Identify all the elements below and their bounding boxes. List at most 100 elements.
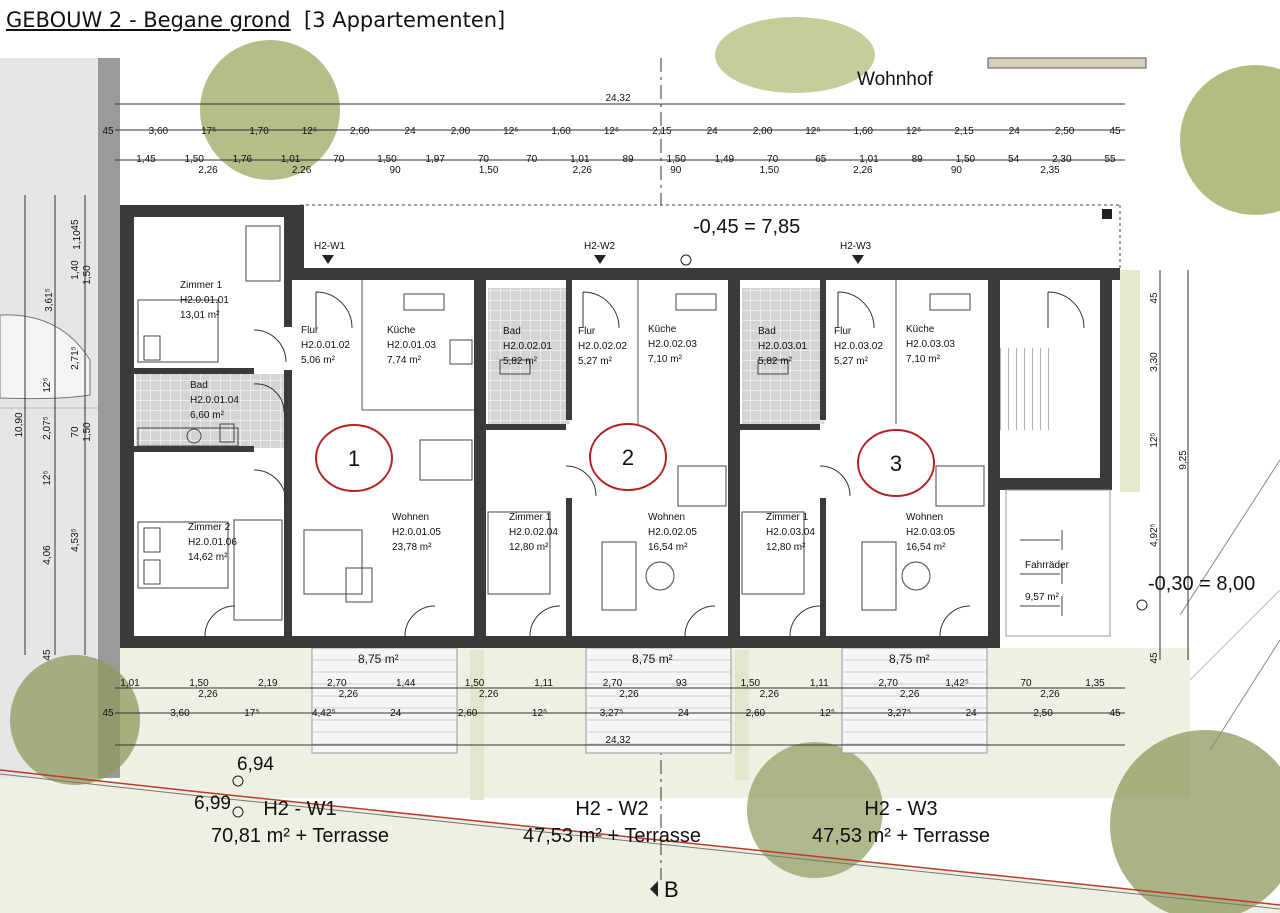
room-area: 16,54 m²: [906, 542, 946, 553]
boundary-line-2: [0, 773, 1280, 910]
tree-3: [1180, 65, 1280, 215]
dimension-label: 24: [1009, 126, 1021, 137]
apartment-number-1: 1: [348, 446, 360, 471]
apartment-summaries: H2 - W1 70,81 m² + Terrasse H2 - W2 47,5…: [211, 798, 990, 847]
dimension-label-vertical: 45: [42, 649, 53, 661]
dimension-label: 12⁵: [503, 126, 518, 137]
room-area: 5,27 m²: [834, 356, 869, 367]
wall-int-2: [284, 370, 292, 636]
lawn-edge: [0, 770, 1280, 913]
dimension-label: 24: [390, 708, 402, 719]
door-patio-1a: [204, 605, 236, 637]
bath-3-tiles: [742, 288, 824, 424]
room-name: Bad: [503, 326, 521, 337]
wall-notch: [292, 205, 304, 273]
apartment-name-2: H2 - W2: [575, 798, 648, 820]
room-code: H2.0.01.03: [387, 340, 436, 351]
room-name: Zimmer 1: [509, 512, 552, 523]
room-name: Wohnen: [906, 512, 943, 523]
door-bed-3-int: [819, 465, 851, 497]
dimension-label: 2,26: [198, 165, 218, 176]
level-mark-site-1: [232, 775, 244, 787]
door-entry-1: [315, 291, 353, 329]
dimension-label: 1,76: [233, 154, 253, 165]
toilet-1: [186, 428, 202, 444]
door-stair: [1047, 291, 1085, 329]
doors: [204, 291, 1085, 637]
level-mark-site-2: [232, 806, 244, 818]
room-name: Fahrräder: [1025, 560, 1070, 571]
dimension-label: 1,50: [666, 154, 686, 165]
dimension-label: 24: [966, 708, 978, 719]
wardrobe-2: [233, 519, 283, 621]
room-name: Flur: [578, 326, 596, 337]
apartment-markers: 1 2 3: [315, 423, 935, 497]
entrance-labels: H2-W1 H2-W2 H2-W3: [314, 241, 872, 252]
room-code: H2.0.03.04: [766, 527, 815, 538]
door-patio-2b: [684, 605, 716, 637]
door-bed-2-int: [565, 465, 597, 497]
dimension-label: 3,27⁵: [600, 708, 624, 719]
room-code: H2.0.01.05: [392, 527, 441, 538]
dimension-label: 54: [1008, 154, 1020, 165]
tree-2: [715, 17, 875, 93]
table-1: [419, 439, 473, 481]
bath-2-tiles: [488, 288, 570, 424]
apartment-name-1: H2 - W1: [263, 798, 336, 820]
dimension-total: 24,32: [605, 93, 630, 104]
apartment-area-1: 70,81 m² + Terrasse: [211, 825, 389, 847]
apartment-circle-3: [857, 429, 935, 497]
dimension-label: 1,11: [810, 678, 829, 689]
entry-arrow-2: [594, 255, 606, 264]
room-name: Küche: [387, 325, 416, 336]
bath-1-tiles: [136, 374, 286, 448]
wall-int-5: [486, 424, 566, 430]
dimension-label: 1,70: [249, 126, 269, 137]
dimension-label: 2,26: [1040, 689, 1060, 700]
dimension-label-vertical: 9,25: [1178, 450, 1189, 470]
dimension-label: 70: [526, 154, 538, 165]
dimension-label: 3,60: [170, 708, 190, 719]
dimension-label: 1,50: [184, 154, 204, 165]
table-3: [935, 465, 985, 507]
stove-1: [449, 339, 473, 365]
terrace-2-boards: [586, 659, 731, 745]
dimension-label-vertical: 45: [70, 219, 81, 231]
room-name: Bad: [758, 326, 776, 337]
dimension-label: 1,50: [760, 165, 780, 176]
armchair-1: [345, 567, 373, 603]
section-arrow-icon: [650, 881, 658, 897]
wall-west: [120, 205, 134, 648]
furniture: [137, 225, 1063, 621]
room-area: 7,10 m²: [906, 354, 941, 365]
dimension-label-vertical: 12⁵: [42, 470, 53, 485]
wall-int-9: [566, 498, 572, 636]
dimension-label: 24: [707, 126, 719, 137]
dimension-label: 2,50: [1033, 708, 1053, 719]
dimension-label: 2,26: [619, 689, 639, 700]
dimension-label: 2,26: [292, 165, 312, 176]
trees: [10, 17, 1280, 913]
wall-stair-south: [988, 478, 1112, 490]
entry-arrow-3: [852, 255, 864, 264]
room-name: Küche: [906, 324, 935, 335]
dimension-label: 90: [951, 165, 963, 176]
dimension-label-vertical: 12⁵: [42, 377, 53, 392]
rug-2: [645, 561, 675, 591]
dimension-label: 45: [102, 708, 114, 719]
room-area: 5,06 m²: [301, 355, 336, 366]
table-2: [677, 465, 727, 507]
bed-1-pillow: [143, 335, 161, 361]
room-code: H2.0.02.04: [509, 527, 558, 538]
door-patio-3a: [789, 605, 821, 637]
entry-arrow-1: [322, 255, 334, 264]
dimension-label: 1,60: [551, 126, 571, 137]
dimension-label: 90: [390, 165, 402, 176]
dimension-label: 17⁵: [201, 126, 216, 137]
wall-party-east: [988, 280, 1000, 648]
dimension-label: 70: [478, 154, 490, 165]
room-code: H2.0.01.04: [190, 395, 239, 406]
dimension-label: 1,45: [136, 154, 156, 165]
dimension-label: 90: [670, 165, 682, 176]
rug-3: [901, 561, 931, 591]
